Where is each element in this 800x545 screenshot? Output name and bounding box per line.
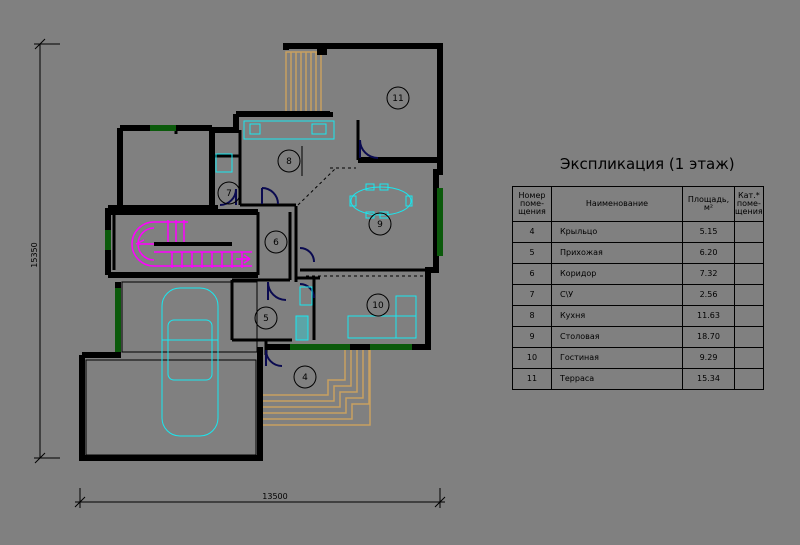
furniture xyxy=(161,120,417,437)
row-category xyxy=(734,326,764,348)
explication-table: Номер поме-щения Наименование Площадь, м… xyxy=(512,186,764,390)
row-area: 7.32 xyxy=(682,263,735,285)
row-area: 2.56 xyxy=(682,284,735,306)
row-name: Гостиная xyxy=(551,347,683,369)
horizontal-dimension-label: 13500 xyxy=(262,492,287,501)
room-markers xyxy=(217,86,410,389)
row-number: 7 xyxy=(512,284,552,306)
room-number-7: 7 xyxy=(226,189,232,199)
row-number: 10 xyxy=(512,347,552,369)
row-name: Прихожая xyxy=(551,242,683,264)
row-number: 6 xyxy=(512,263,552,285)
row-name: Кухня xyxy=(551,305,683,327)
row-name: Коридор xyxy=(551,263,683,285)
room-number-11: 11 xyxy=(392,94,403,104)
room-number-6: 6 xyxy=(273,238,279,248)
header-category: Кат.* поме-щения xyxy=(734,186,764,222)
row-area: 5.15 xyxy=(682,221,735,243)
interior-walls xyxy=(112,120,436,355)
row-name: Столовая xyxy=(551,326,683,348)
garage-floor xyxy=(85,359,257,456)
row-area: 6.20 xyxy=(682,242,735,264)
row-number: 11 xyxy=(512,368,552,390)
vertical-dimension xyxy=(34,38,60,464)
row-number: 5 xyxy=(512,242,552,264)
row-area: 15.34 xyxy=(682,368,735,390)
row-area: 18.70 xyxy=(682,326,735,348)
porch-steps xyxy=(261,350,371,426)
exterior-walls xyxy=(79,43,443,461)
room-number-8: 8 xyxy=(286,157,292,167)
header-name: Наименование xyxy=(551,186,683,222)
terrace-steps xyxy=(285,51,322,115)
row-name: Терраса xyxy=(551,368,683,390)
room-number-5: 5 xyxy=(263,314,269,324)
row-area: 11.63 xyxy=(682,305,735,327)
dashed-lines xyxy=(297,167,430,277)
row-name: Крыльцо xyxy=(551,221,683,243)
room-number-9: 9 xyxy=(377,220,383,230)
row-category xyxy=(734,347,764,369)
row-number: 4 xyxy=(512,221,552,243)
header-number: Номер поме-щения xyxy=(512,186,552,222)
row-area: 9.29 xyxy=(682,347,735,369)
row-category xyxy=(734,368,764,390)
row-category xyxy=(734,305,764,327)
windows xyxy=(105,125,443,352)
row-name: С\У xyxy=(551,284,683,306)
row-category xyxy=(734,263,764,285)
doors xyxy=(219,139,379,367)
staircase xyxy=(131,220,252,268)
row-category xyxy=(734,284,764,306)
room-numbers: 4 5 6 7 8 9 10 11 xyxy=(226,94,404,383)
row-number: 8 xyxy=(512,305,552,327)
table-header-row: Номер поме-щения Наименование Площадь, м… xyxy=(512,186,764,222)
explication-title: Экспликация (1 этаж) xyxy=(560,155,735,173)
room-number-4: 4 xyxy=(302,373,308,383)
header-area: Площадь, м² xyxy=(682,186,735,222)
garage-inner xyxy=(121,281,258,353)
row-number: 9 xyxy=(512,326,552,348)
horizontal-dimension xyxy=(74,488,446,508)
vertical-dimension-label: 15350 xyxy=(30,242,39,267)
row-category xyxy=(734,221,764,243)
room-number-10: 10 xyxy=(372,301,384,311)
row-category xyxy=(734,242,764,264)
